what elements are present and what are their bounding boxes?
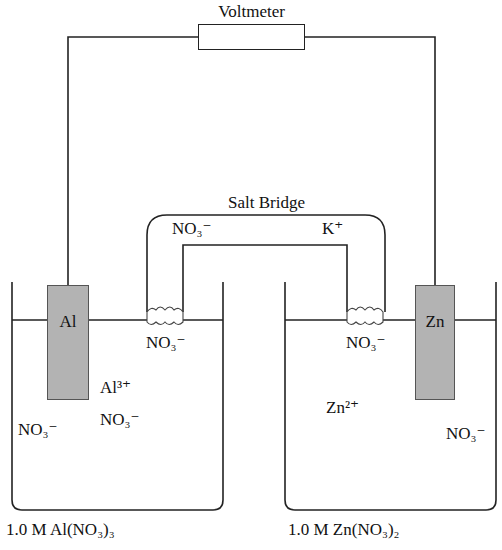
beaker — [12, 282, 223, 510]
electrode-label: Al — [48, 286, 88, 332]
zinc-electrode: Zn — [415, 285, 455, 400]
ion-label: K⁺ — [322, 219, 343, 239]
ion-label: NO₃⁻ — [172, 219, 211, 239]
ion-label: NO₃⁻ — [100, 410, 139, 430]
wire — [68, 37, 198, 285]
liquid-surface — [285, 319, 496, 321]
salt-bridge-tube — [183, 245, 347, 312]
wire — [305, 37, 435, 285]
liquid-surface — [12, 319, 223, 321]
cotton-plug — [347, 307, 383, 325]
electrode-label: Zn — [416, 286, 454, 332]
solution-label: 1.0 M Al(NO₃)₃ — [6, 520, 115, 540]
solution-label: 1.0 M Zn(NO₃)₂ — [288, 520, 399, 540]
beaker — [285, 282, 496, 510]
bridge-title: Salt Bridge — [228, 193, 305, 213]
cotton-plug — [147, 307, 183, 325]
aluminum-electrode: Al — [47, 285, 89, 400]
voltmeter-box: Voltmeter — [198, 24, 305, 50]
ion-label: NO₃⁻ — [446, 424, 485, 444]
salt-bridge-tube — [147, 215, 385, 312]
ion-label: Zn²⁺ — [326, 398, 359, 418]
meter-label: Voltmeter — [218, 2, 285, 22]
ion-label: NO₃⁻ — [18, 420, 57, 440]
ion-label: Al³⁺ — [100, 378, 131, 398]
ion-label: NO₃⁻ — [346, 333, 385, 353]
ion-label: NO₃⁻ — [146, 333, 185, 353]
